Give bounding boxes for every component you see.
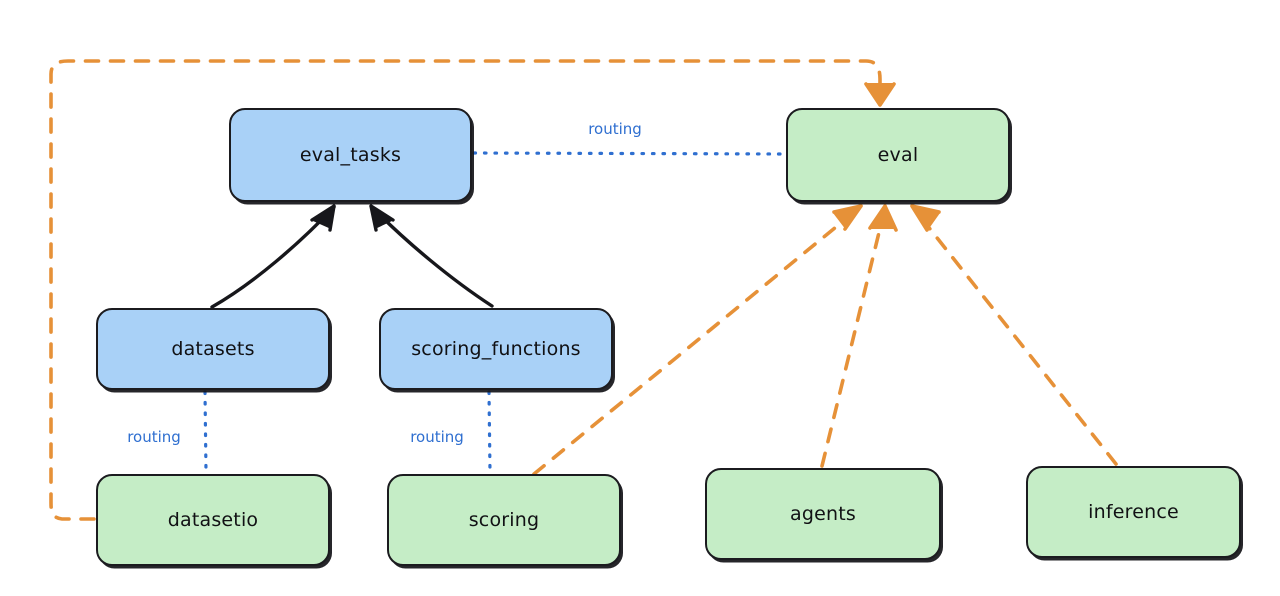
node-label-datasets: datasets [171,338,255,360]
node-label-inference: inference [1088,501,1179,523]
edge-label-routing-datasets-datasetio: routing [127,428,181,446]
edge-label-routing-scoring-functions-scoring: routing [410,428,464,446]
node-datasets[interactable]: datasets [96,308,330,390]
node-eval-tasks[interactable]: eval_tasks [229,108,472,202]
node-label-scoring-functions: scoring_functions [411,338,581,360]
node-datasetio[interactable]: datasetio [96,474,330,566]
node-inference[interactable]: inference [1026,466,1241,558]
edge-datasets-eval_tasks [210,204,336,309]
edge-inference-eval [910,204,1118,466]
node-label-eval: eval [877,144,919,166]
node-scoring-functions[interactable]: scoring_functions [379,308,613,390]
edge-datasets-datasetio [203,390,208,474]
node-scoring[interactable]: scoring [387,474,621,566]
node-label-eval-tasks: eval_tasks [299,144,402,166]
node-agents[interactable]: agents [705,468,941,560]
node-label-datasetio: datasetio [167,509,259,531]
edge-scoring_functions-scoring [487,390,492,474]
node-label-scoring: scoring [468,509,540,531]
edge-label-routing-eval-tasks-eval: routing [588,120,642,138]
node-eval[interactable]: eval [786,108,1010,202]
node-label-agents: agents [790,503,856,525]
edge-agents-eval [820,204,898,468]
edge-datasetio-eval [49,59,896,521]
edge-eval_tasks-eval [472,151,786,156]
edge-scoring_functions-eval_tasks [369,204,494,308]
